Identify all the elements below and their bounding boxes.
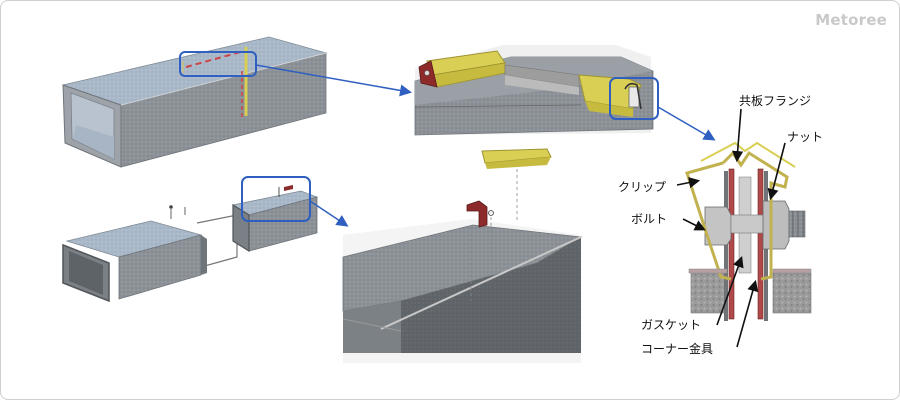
label-corner: コーナー金具: [641, 341, 713, 356]
label-gasket: ガスケット: [641, 318, 701, 332]
duct-assembly-illustration: [62, 176, 319, 303]
label-clip: クリップ: [618, 180, 666, 194]
corner-closeup-illustration: [342, 148, 583, 363]
zoom-arrow-3: [309, 200, 349, 227]
zoom-arrow-2: [657, 106, 716, 141]
label-bolt: ボルト: [631, 212, 667, 226]
zoom-arrow-1: [255, 64, 412, 97]
label-leader-lines: [676, 108, 786, 348]
flange-cross-section: [685, 141, 812, 321]
flange-closeup-illustration: [414, 45, 659, 136]
watermark-logo: Metoree: [815, 11, 887, 29]
long-duct-illustration: [61, 36, 328, 168]
label-flange: 共板フランジ: [739, 94, 811, 108]
label-nut: ナット: [787, 130, 823, 144]
